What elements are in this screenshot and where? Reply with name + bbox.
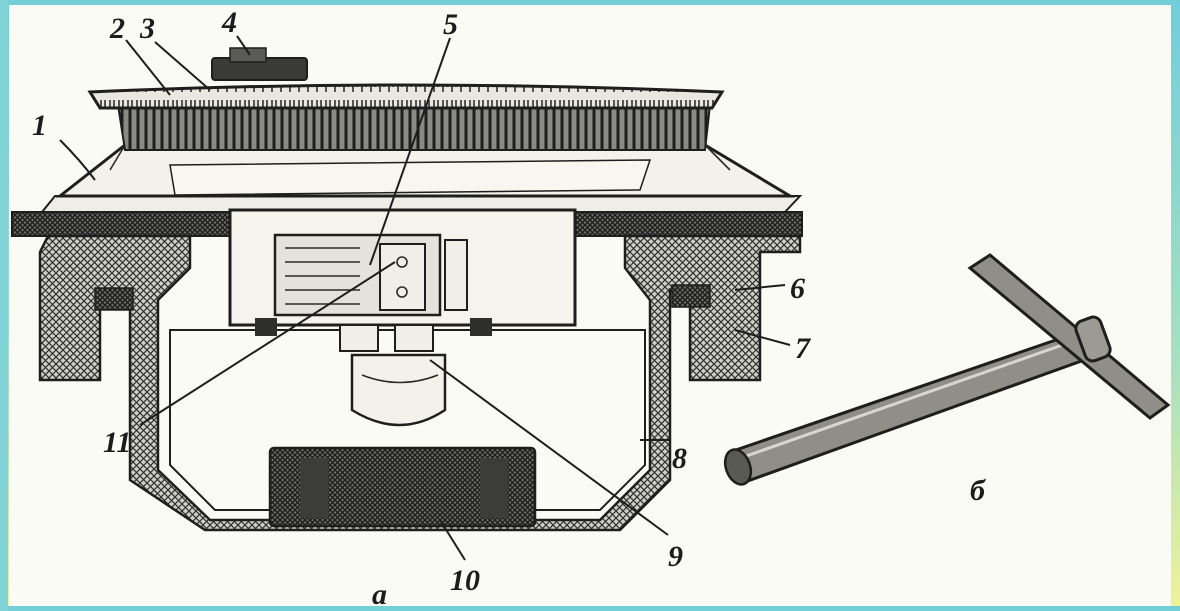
sensing-bulb — [350, 353, 447, 427]
leader-lines — [59, 35, 791, 561]
seal-left — [94, 287, 134, 311]
diagram-frame: 1 2 3 4 5 6 7 8 9 10 11 а б — [9, 0, 1180, 611]
pointer-tip — [229, 47, 267, 63]
diagram-svg: 1 2 3 4 5 6 7 8 9 10 11 а б — [11, 6, 1171, 611]
adjustment-key — [723, 253, 1171, 486]
dial-scale — [87, 83, 725, 110]
bimetal-block — [268, 446, 537, 528]
seal-right — [671, 284, 711, 308]
label-9: 9 — [668, 540, 683, 573]
label-5: 5 — [443, 8, 458, 41]
label-4: 4 — [221, 6, 237, 39]
label-subfigure-a: а — [372, 578, 387, 611]
key-handle — [967, 253, 1171, 420]
label-3: 3 — [139, 12, 155, 45]
dial-knurl — [116, 104, 712, 151]
label-8: 8 — [672, 442, 687, 475]
label-2: 2 — [109, 12, 125, 45]
label-6: 6 — [790, 272, 805, 305]
label-subfigure-b: б — [970, 474, 986, 507]
label-1: 1 — [32, 109, 47, 142]
thermostat-assembly — [11, 47, 803, 532]
label-7: 7 — [795, 332, 811, 365]
label-11: 11 — [103, 426, 131, 459]
label-10: 10 — [450, 564, 480, 597]
